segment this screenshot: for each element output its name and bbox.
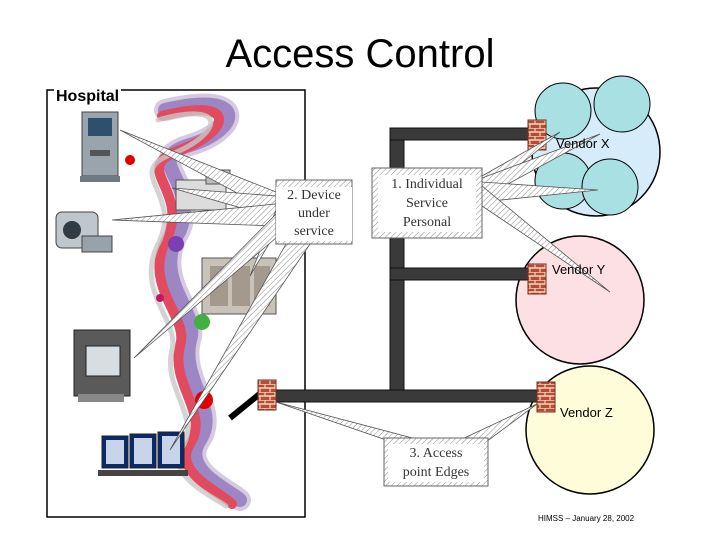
slide-title: Access Control [225, 32, 495, 76]
workstation-icon [73, 329, 131, 402]
callout-access-pointers [275, 401, 538, 443]
callout-individual-line-3: Personal [402, 215, 452, 230]
firewall-z [536, 381, 556, 413]
callout-device-line-1: 2. Device [287, 188, 341, 203]
callout-individual-text: 1. Individual Service Personal [378, 175, 476, 232]
callout-individual-line-1: 1. Individual [391, 177, 463, 192]
callout-access-line-2: point Edges [402, 465, 470, 480]
callout-access-text: 3. Access point Edges [388, 444, 484, 482]
firewall-y [527, 263, 547, 295]
kiosk-icon [80, 111, 120, 182]
vendor-x-label: Vendor X [556, 136, 610, 151]
monitor-array-icon [98, 431, 188, 476]
callout-access-line-1: 3. Access [409, 446, 463, 461]
vendor-x-node-1 [534, 82, 592, 140]
node-dot-red-1 [125, 155, 135, 165]
footer-text: HIMSS – January 28, 2002 [538, 514, 635, 523]
hospital-label: Hospital [54, 88, 122, 106]
node-dot-green [194, 314, 210, 330]
vendor-y-circle [515, 235, 645, 365]
vendor-x-node-4 [581, 158, 639, 216]
vendor-z-label: Vendor Z [560, 405, 613, 420]
callout-device-line-2: under [298, 206, 330, 221]
network-ribbon [148, 93, 251, 511]
mri-scanner-icon [55, 211, 113, 253]
callout-device-text: 2. Device under service [276, 187, 352, 241]
access-link [228, 389, 264, 421]
node-dot-red-2 [156, 294, 164, 302]
callout-device-pointers [111, 129, 311, 451]
node-dot-purple [168, 236, 184, 252]
callout-individual-line-2: Service [406, 196, 448, 211]
vendor-y-label: Vendor Y [552, 262, 606, 277]
vendor-z-circle [525, 365, 655, 495]
firewall-edge [257, 379, 277, 411]
callout-device-line-3: service [294, 224, 334, 239]
vendor-x-node-2 [593, 75, 651, 133]
